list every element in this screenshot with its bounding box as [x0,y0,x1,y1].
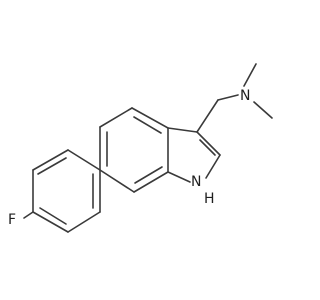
bond-ph3-ph4 [32,211,69,233]
bond-c7-c7a-inner [134,166,163,184]
bond-c3a-c4 [131,107,169,129]
bond-indole-phenyl [67,149,101,171]
bond-c3-c3a [167,127,198,133]
indole-hydrogen-label: H [204,191,215,207]
bond-n1-c7a [167,171,191,183]
bond-c7-c7a [133,171,169,193]
fluorine-label: F [8,212,16,228]
bond-c3-ch2 [196,99,219,133]
dimethylamino-group: N [196,63,273,133]
bond-ph1-ph2-inner [37,157,67,175]
bond-c3-c2-inner [199,139,216,156]
indole-benzene-ring [99,107,169,193]
bond-c4-c5 [99,107,133,128]
bond-c6-c7 [99,169,135,193]
molecule-diagram: N N H F [8,63,273,233]
pyrrole-ring: N H [167,127,221,207]
bond-n-methyl-right [253,101,273,119]
bond-ph3-ph4-inner [39,207,67,225]
amine-nitrogen-label: N [240,88,250,104]
fluorophenyl-ring: F [8,149,101,233]
bond-c3a-c4-inner [133,116,162,134]
bond-ch2-n [217,94,239,101]
bond-ph3-f [23,211,34,219]
bond-n-methyl-top [243,63,257,87]
bond-c2-n1 [205,154,221,179]
bond-c3-c2 [196,131,221,156]
bond-ph1-ph2 [32,149,69,171]
indole-nitrogen-label: N [191,174,201,190]
bond-ph4-ph5 [67,211,101,233]
